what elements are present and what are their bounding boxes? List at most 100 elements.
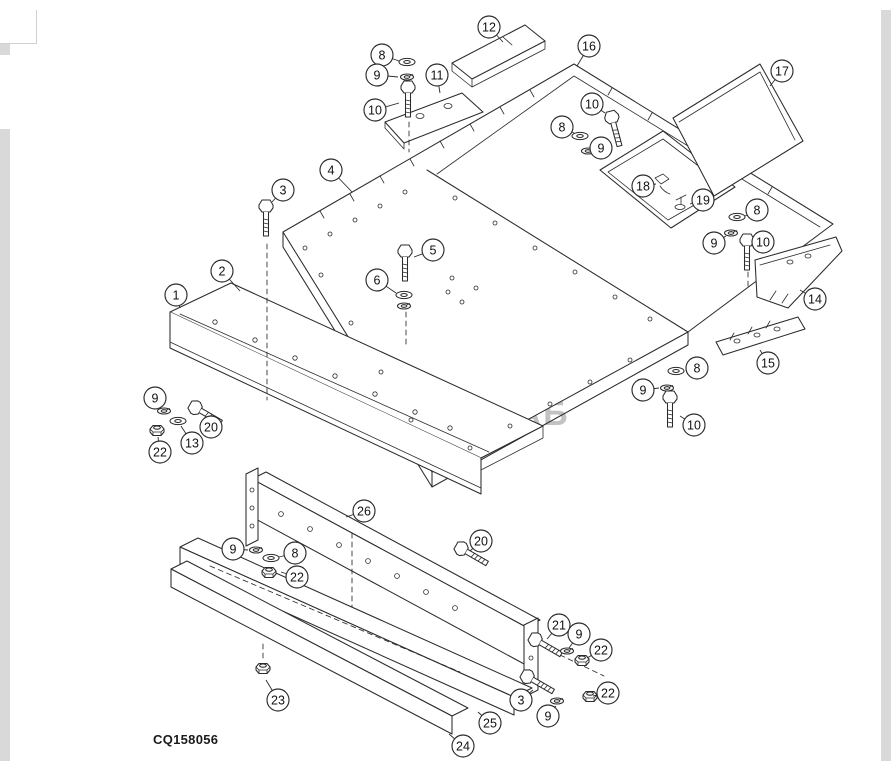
callout-3: 3 — [509, 688, 534, 712]
callout-22: 22 — [586, 638, 613, 662]
callout-26: 26 — [345, 499, 376, 523]
svg-text:22: 22 — [594, 644, 608, 658]
callout-19: 19 — [689, 188, 715, 212]
callout-9: 9 — [702, 231, 727, 255]
svg-text:3: 3 — [280, 184, 287, 198]
svg-text:8: 8 — [694, 362, 701, 376]
nut-22-b2 — [582, 690, 598, 703]
svg-text:14: 14 — [808, 293, 822, 307]
callout-8: 8 — [744, 198, 769, 222]
callout-10: 10 — [580, 92, 606, 116]
callout-20: 20 — [199, 415, 223, 439]
svg-text:10: 10 — [585, 98, 599, 112]
callout-6: 6 — [365, 268, 397, 294]
washer-8-topright — [571, 131, 589, 141]
svg-text:9: 9 — [545, 710, 552, 724]
callout-9: 9 — [365, 63, 399, 87]
side-plate-1-2 — [169, 282, 544, 495]
lockwasher-9-mid — [248, 546, 264, 554]
callout-18: 18 — [631, 174, 657, 198]
svg-text:1: 1 — [173, 289, 180, 303]
bolt-3-top — [258, 199, 274, 237]
callout-9: 9 — [631, 378, 660, 402]
bolt-10-bottomright — [662, 390, 678, 428]
callout-8: 8 — [685, 356, 709, 380]
callout-8: 8 — [370, 43, 400, 67]
callout-2: 2 — [210, 259, 241, 292]
svg-text:26: 26 — [357, 505, 371, 519]
angle-rail-24 — [170, 560, 469, 735]
nut-22-mid — [261, 566, 277, 579]
svg-text:10: 10 — [368, 104, 382, 118]
svg-text:8: 8 — [292, 547, 299, 561]
callout-15: 15 — [756, 349, 780, 375]
shim-plate-11 — [384, 92, 484, 150]
lockwasher-9-top — [399, 73, 415, 81]
svg-text:3: 3 — [518, 694, 525, 708]
lockwasher-9-b1 — [559, 647, 575, 655]
lockwasher-9-bottomright — [659, 384, 675, 392]
svg-text:8: 8 — [754, 204, 761, 218]
svg-text:25: 25 — [483, 717, 497, 731]
svg-text:9: 9 — [374, 69, 381, 83]
left-strip-notch — [0, 55, 10, 129]
nut-22-left — [149, 424, 165, 437]
right-page-strip — [881, 10, 891, 761]
callout-4: 4 — [319, 158, 353, 193]
svg-text:9: 9 — [598, 142, 605, 156]
callout-24: 24 — [448, 733, 475, 758]
callout-14: 14 — [799, 287, 827, 311]
svg-text:5: 5 — [430, 244, 437, 258]
cover-panel-17 — [672, 63, 804, 197]
svg-text:9: 9 — [576, 628, 583, 642]
callout-25: 25 — [477, 711, 502, 735]
top-left-corner-box — [0, 10, 37, 44]
callout-10: 10 — [363, 98, 400, 122]
svg-text:10: 10 — [687, 419, 701, 433]
svg-text:11: 11 — [431, 69, 444, 83]
callout-22: 22 — [592, 681, 620, 705]
svg-text:8: 8 — [379, 49, 386, 63]
callout-9: 9 — [589, 136, 613, 160]
svg-text:9: 9 — [230, 543, 237, 557]
svg-text:8: 8 — [559, 121, 566, 135]
nut-22-b1 — [574, 654, 590, 667]
callout-5: 5 — [413, 238, 445, 262]
washer-6a — [395, 290, 413, 300]
svg-text:16: 16 — [582, 40, 596, 54]
washer-8-right — [728, 212, 746, 222]
svg-text:15: 15 — [761, 357, 775, 371]
left-page-strip — [0, 10, 10, 761]
lockwasher-9-left — [156, 407, 172, 415]
callout-11: 11 — [425, 63, 449, 94]
callout-22: 22 — [280, 565, 309, 589]
callout-17: 17 — [769, 59, 794, 87]
washer-8-top — [398, 57, 416, 67]
callout-23: 23 — [265, 679, 290, 712]
svg-text:21: 21 — [552, 619, 566, 633]
svg-text:9: 9 — [711, 237, 718, 251]
svg-text:12: 12 — [482, 21, 496, 35]
callout-10: 10 — [751, 230, 775, 254]
svg-text:6: 6 — [374, 274, 381, 288]
svg-text:9: 9 — [152, 392, 159, 406]
svg-text:4: 4 — [328, 164, 335, 178]
svg-text:9: 9 — [640, 384, 647, 398]
svg-text:18: 18 — [636, 180, 650, 194]
svg-text:10: 10 — [756, 236, 770, 250]
callout-8: 8 — [278, 541, 307, 565]
lockwasher-9-b2 — [549, 697, 565, 705]
svg-text:23: 23 — [271, 694, 285, 708]
svg-text:24: 24 — [456, 740, 470, 754]
callout-12: 12 — [477, 15, 504, 43]
callout-8: 8 — [550, 115, 575, 139]
center-axis-lines — [209, 121, 749, 677]
callout-22: 22 — [148, 436, 172, 464]
svg-text:13: 13 — [185, 437, 199, 451]
svg-text:22: 22 — [601, 687, 615, 701]
bracket-12 — [451, 24, 546, 88]
callout-13: 13 — [180, 425, 204, 455]
